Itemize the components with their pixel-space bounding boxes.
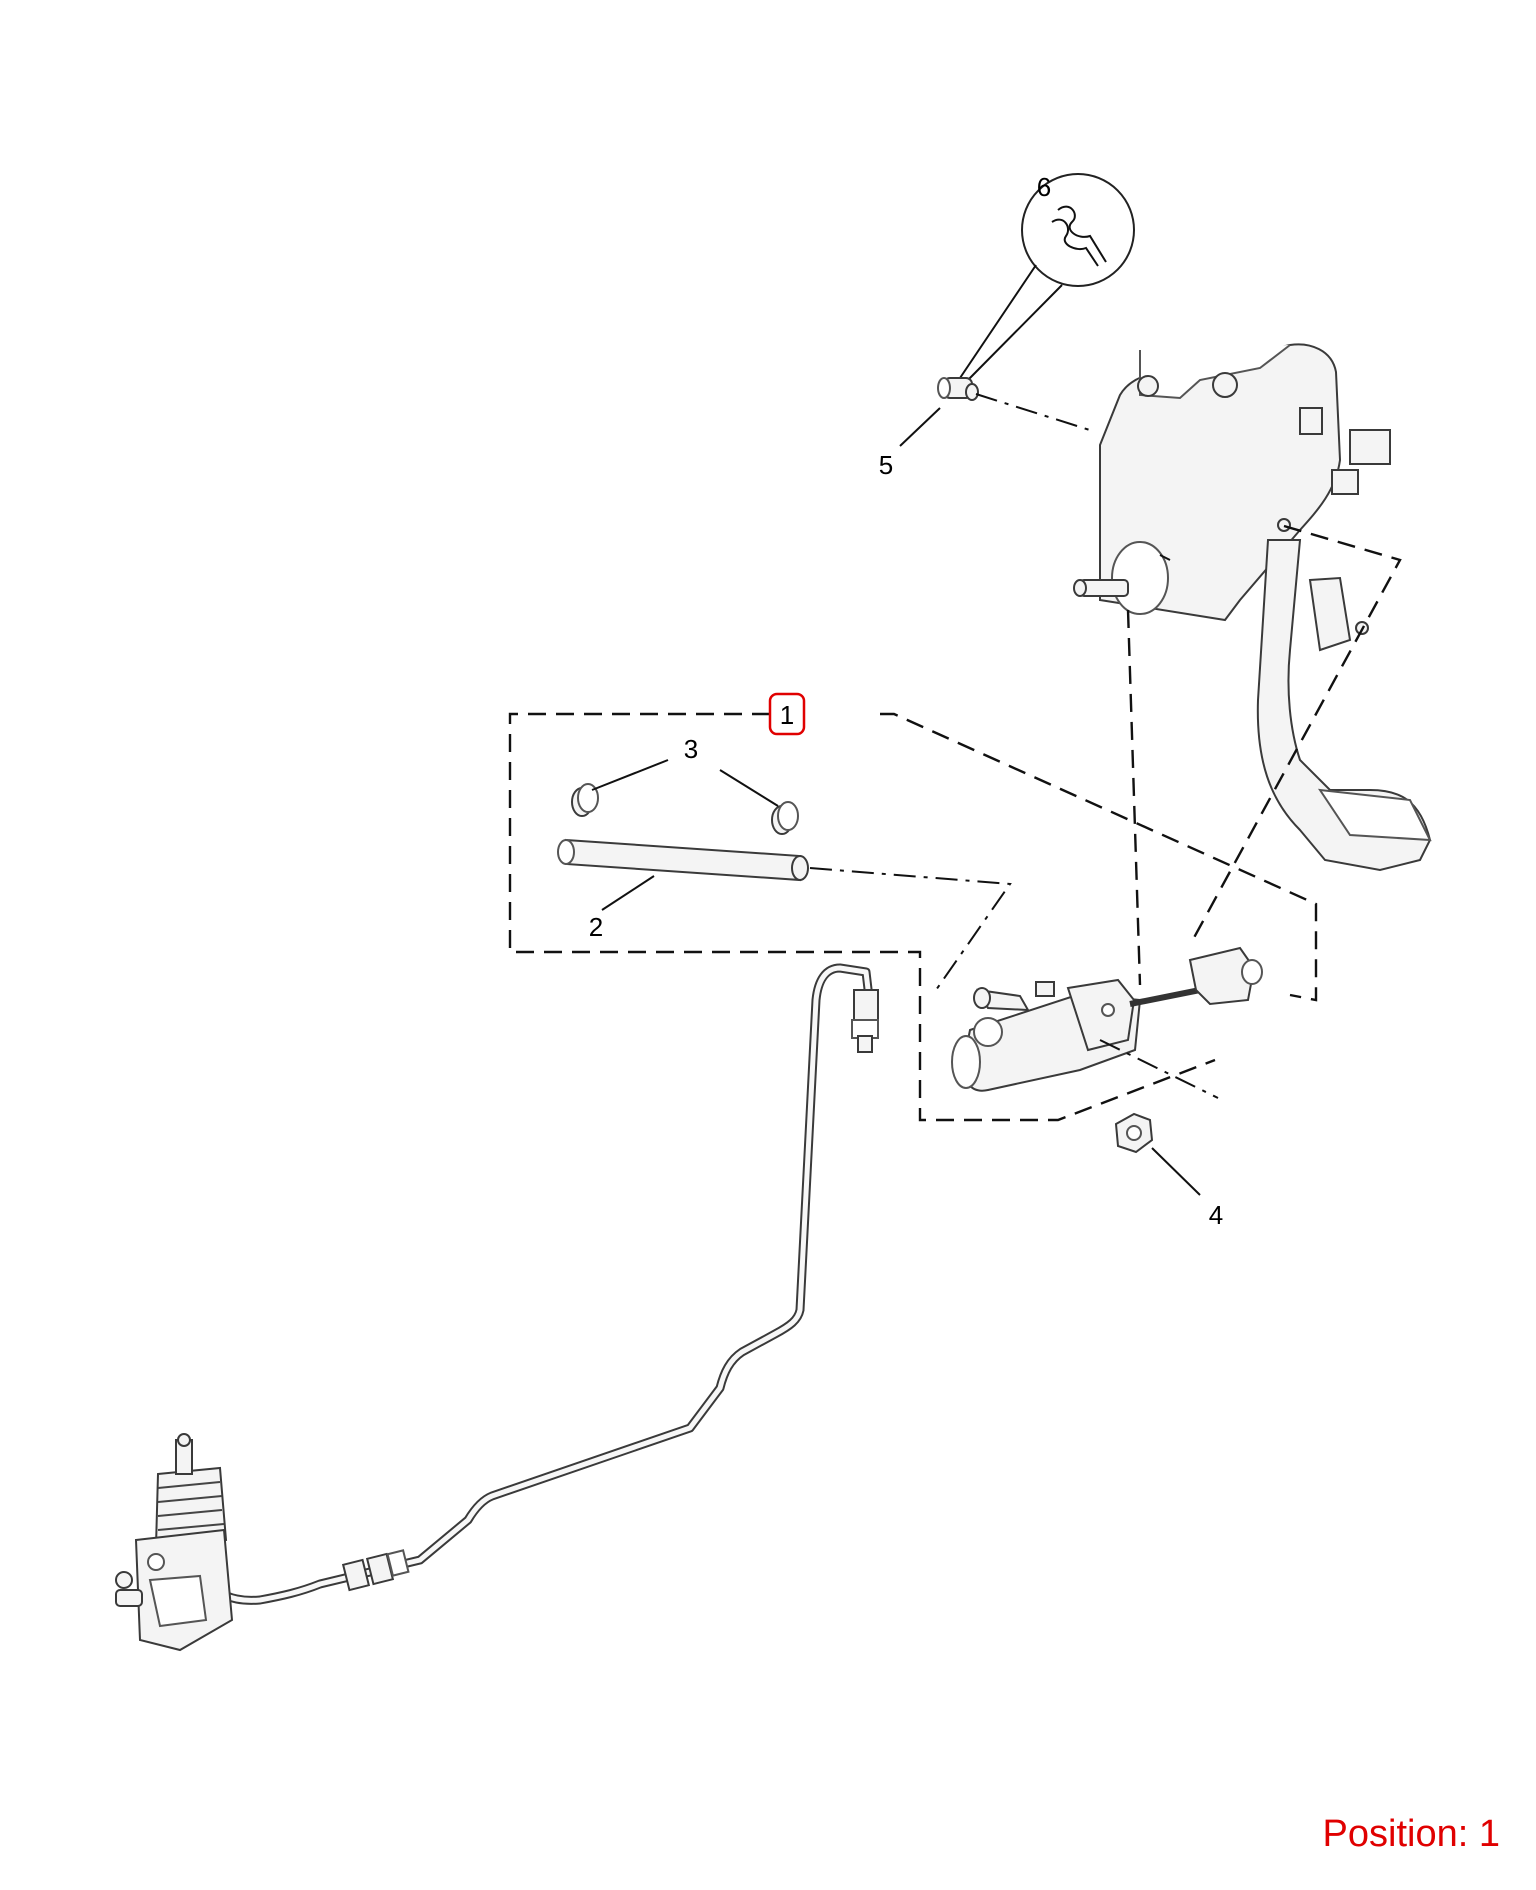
clevis-pin <box>899 377 1097 447</box>
reservoir-hose <box>557 838 1012 991</box>
assembly-outline <box>508 712 1318 1122</box>
hex-nut <box>1114 1112 1201 1196</box>
master-cylinder <box>951 946 1263 1099</box>
hose-clips <box>571 759 799 835</box>
callout-5[interactable]: 5 <box>879 450 893 480</box>
hydraulic-pipe <box>191 963 879 1605</box>
callout-6[interactable]: 6 <box>1037 172 1051 202</box>
callout-2[interactable]: 2 <box>589 912 603 942</box>
detail-circle-clip <box>959 173 1135 381</box>
pedal-bracket <box>1073 343 1432 986</box>
slave-cylinder <box>115 1433 234 1652</box>
callout-4[interactable]: 4 <box>1209 1200 1223 1230</box>
svg-text:1: 1 <box>780 700 794 730</box>
position-label: Position: 1 <box>1322 1813 1500 1855</box>
callout-3[interactable]: 3 <box>684 734 698 764</box>
callout-1[interactable]: 1 <box>768 692 806 736</box>
